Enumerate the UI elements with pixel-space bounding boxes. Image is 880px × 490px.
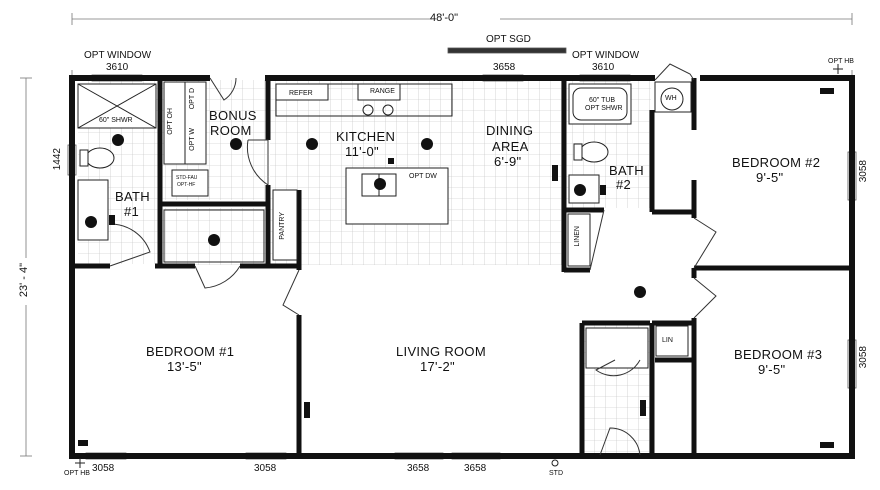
overall-depth-label: 23' - 4" [18, 263, 30, 298]
bath2-name: BATH [609, 163, 644, 178]
dining-name: DINING [486, 123, 534, 138]
opt-window-left-label: OPT WINDOW [84, 50, 152, 61]
std-label: STD [549, 470, 563, 477]
interior-walls [72, 78, 852, 456]
shower1-label: 60" SHWR [99, 117, 133, 124]
tub2-label-a: 60" TUB [589, 97, 616, 104]
faucet-label-b: OPT-HF [177, 182, 196, 188]
door-swings [109, 63, 717, 456]
living-room-size: 17'-2" [420, 359, 455, 374]
bath1-number: #1 [124, 204, 140, 219]
bedroom1-size: 13'-5" [167, 359, 202, 374]
bed2-window-size: 3058 [858, 160, 869, 183]
pantry-label: PANTRY [279, 212, 286, 240]
living-room-name: LIVING ROOM [396, 344, 486, 359]
bottom-window-1: 3058 [92, 463, 115, 474]
bottom-window-2: 3058 [254, 463, 277, 474]
fixtures [78, 88, 834, 448]
overall-width-label: 48'-0" [430, 12, 459, 24]
side-window-label: 1442 [52, 148, 63, 171]
opt-d-label: OPT D [189, 88, 196, 110]
opt-dw-label: OPT DW [409, 173, 437, 180]
bottom-window-4: 3658 [464, 463, 487, 474]
bottom-window-3: 3658 [407, 463, 430, 474]
opt-window-left-size: 3610 [106, 62, 129, 73]
bonus-name-2: ROOM [210, 123, 252, 138]
faucet-label-a: STD-FAU [176, 175, 198, 181]
linen-label: LINEN [574, 226, 581, 247]
dimension-lines [20, 13, 853, 457]
opt-hb-top-label: OPT HB [828, 58, 854, 65]
bath2-number: #2 [616, 177, 632, 192]
bed3-window-size: 3058 [858, 346, 869, 369]
opt-oh-label: OPT OH [167, 108, 174, 135]
opt-window-right-size: 3610 [592, 62, 615, 73]
hose-bib-markers [75, 64, 843, 468]
cabinets [77, 81, 692, 369]
opt-sgd-label: OPT SGD [486, 34, 531, 45]
bedroom2-name: BEDROOM #2 [732, 155, 821, 170]
front-window-size: 3658 [493, 62, 516, 73]
refer-label: REFER [289, 90, 313, 97]
tub2-label-b: OPT SHWR [585, 105, 623, 112]
water-heater-label: WH [665, 95, 677, 102]
exterior-walls [69, 75, 855, 459]
bath1-name: BATH [115, 189, 150, 204]
opt-window-right-label: OPT WINDOW [572, 50, 640, 61]
kitchen-size: 11'-0" [345, 144, 379, 159]
opt-w-label: OPT W [189, 128, 196, 151]
dining-name-2: AREA [492, 139, 529, 154]
bedroom3-size: 9'-5" [758, 362, 786, 377]
opt-hb-bottom-label: OPT HB [64, 470, 90, 477]
lin-label: LIN [662, 337, 673, 344]
bonus-name: BONUS [209, 108, 257, 123]
range-label: RANGE [370, 88, 395, 95]
dining-size: 6'-9" [494, 154, 522, 169]
bedroom1-name: BEDROOM #1 [146, 344, 235, 359]
ceiling-lights [85, 134, 646, 298]
bedroom2-size: 9'-5" [756, 170, 784, 185]
kitchen-name: KITCHEN [336, 129, 396, 144]
bedroom3-name: BEDROOM #3 [734, 347, 823, 362]
